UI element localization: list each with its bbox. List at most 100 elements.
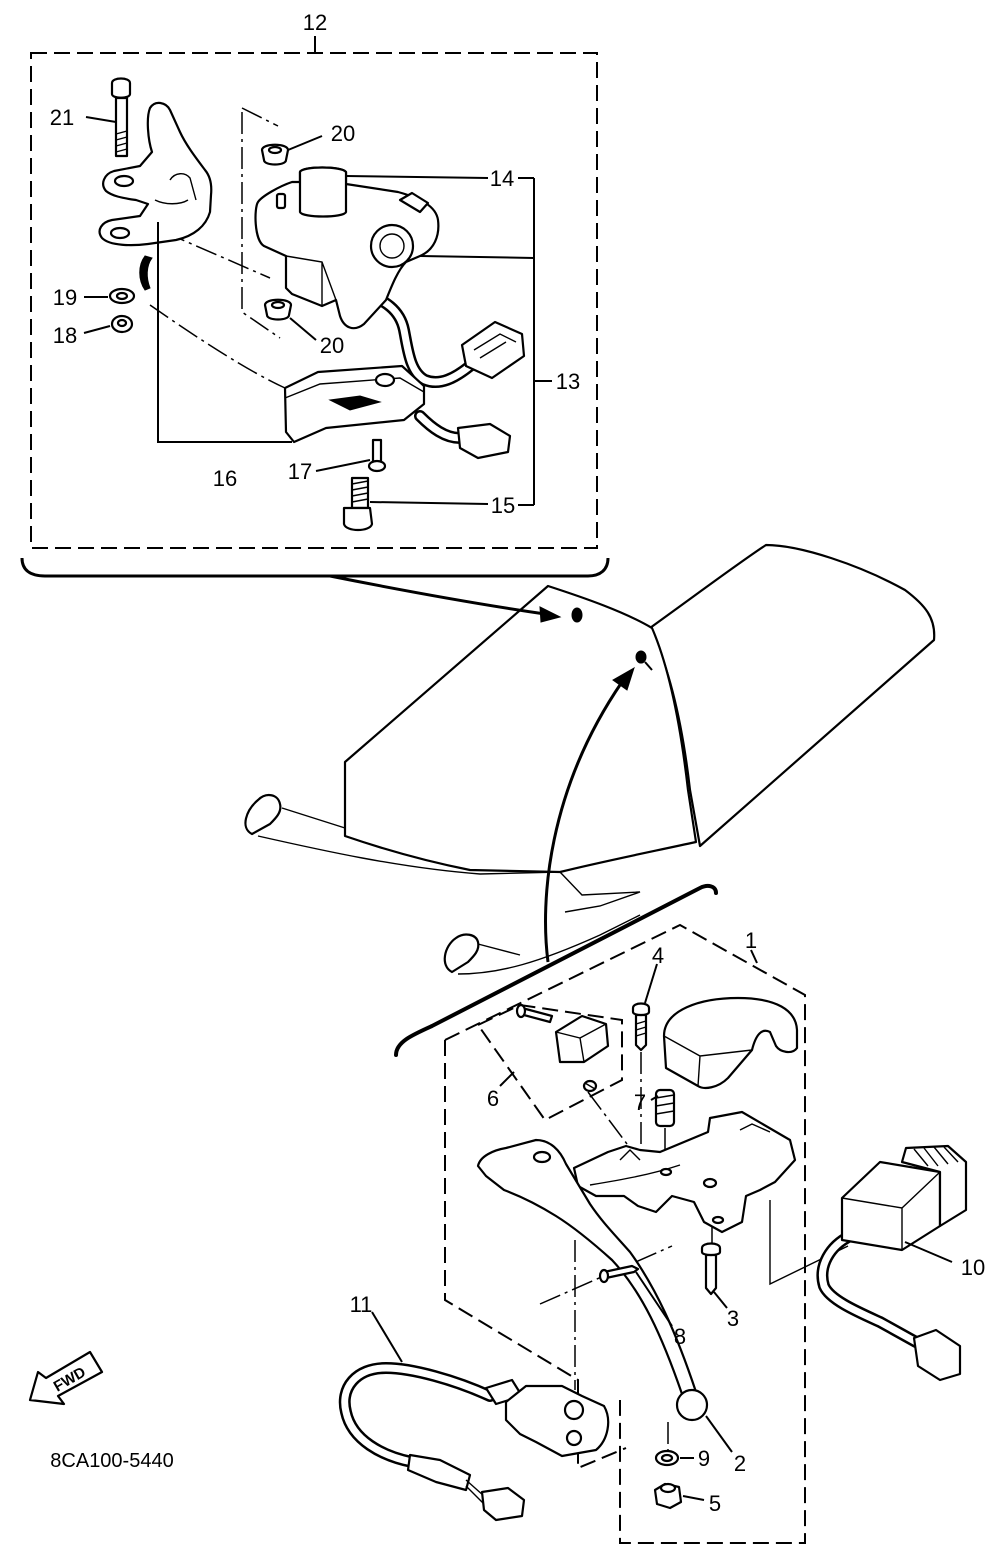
leader-14-secondary <box>419 255 535 259</box>
wire-fill <box>416 412 464 442</box>
callout-3: 3 <box>727 1306 739 1331</box>
callout-20-top: 20 <box>331 121 355 146</box>
unit-box-edges <box>841 1171 941 1250</box>
part-17-screw <box>367 438 387 473</box>
housing-edges <box>285 255 337 306</box>
housing-hole <box>659 1167 673 1177</box>
box-boss <box>374 372 396 388</box>
callout-19: 19 <box>53 285 77 310</box>
bolt-threads <box>115 130 128 153</box>
right-ski-tip <box>443 933 480 974</box>
housing-slot <box>275 192 287 210</box>
callout-17: 17 <box>288 459 312 484</box>
leader-10 <box>904 1241 953 1263</box>
callout-18: 18 <box>53 323 77 348</box>
centerline <box>149 304 286 389</box>
bolt-threads <box>351 480 369 503</box>
switch-bolt-head <box>515 1003 527 1019</box>
switch-spring-coil <box>584 1082 596 1090</box>
unit-wire-outline <box>816 1230 922 1348</box>
assembly-6-dashed-box <box>476 1003 623 1122</box>
part-11-switch-with-lead <box>338 1361 610 1522</box>
screw-head <box>631 1002 651 1017</box>
callout-5: 5 <box>709 1491 721 1516</box>
arrow-to-upper-mount <box>329 574 546 616</box>
part-4-screw <box>631 1002 651 1052</box>
part-6-switch-set <box>515 1003 610 1093</box>
bracket-slot <box>169 173 197 201</box>
lever-pivot <box>532 1150 552 1164</box>
assembly-1-group <box>338 923 968 1544</box>
part-10-connector-unit <box>816 1144 968 1382</box>
centerline <box>241 107 279 127</box>
fwd-arrow-icon <box>28 1350 104 1406</box>
bracket-hook <box>139 255 153 291</box>
callout-12: 12 <box>303 10 327 35</box>
leader-15 <box>369 501 534 506</box>
screw-head <box>367 459 387 473</box>
part-20-grommet-lower <box>263 298 293 321</box>
housing-cap <box>298 166 348 218</box>
snowmobile-outline <box>244 543 936 975</box>
lead-wire-outline <box>338 1361 496 1468</box>
leader-1 <box>750 949 758 964</box>
leader-11 <box>371 1311 403 1363</box>
diagram-part-number: 8CA100-5440 <box>50 1450 173 1472</box>
unit-connector-ribs <box>913 1146 959 1167</box>
callout-16: 16 <box>213 466 237 491</box>
arrowhead <box>612 666 635 691</box>
arrow-to-lower-mount <box>544 681 624 963</box>
part-8-screw <box>598 1264 640 1284</box>
part-3-screw <box>700 1242 722 1296</box>
leader-20-lower <box>289 317 317 341</box>
leader-14 <box>345 175 534 179</box>
housing-body <box>572 1110 797 1234</box>
spring-body <box>654 1088 676 1128</box>
left-ski-tip <box>244 794 282 836</box>
screw-shaft <box>704 1253 718 1296</box>
callout-9: 9 <box>698 1446 710 1471</box>
screw-head <box>598 1268 610 1284</box>
housing-latch <box>398 191 430 214</box>
leader-3 <box>713 1291 728 1309</box>
screw-head <box>700 1242 722 1257</box>
footrest <box>559 871 641 913</box>
part-7-spring <box>654 1088 676 1128</box>
washer-inner <box>116 318 128 328</box>
switch-housing <box>504 1384 610 1458</box>
spring-coils <box>655 1094 675 1115</box>
lead-wires <box>465 1479 485 1505</box>
centerline <box>587 1091 631 1149</box>
assembly-1-dashed-outline <box>444 923 806 1544</box>
callout-14: 14 <box>490 166 514 191</box>
callout-21: 21 <box>50 105 74 130</box>
grommet-hole <box>267 145 283 155</box>
switch-boss <box>565 1429 583 1447</box>
bracket-16 <box>157 222 292 443</box>
unit-plug <box>912 1328 962 1382</box>
part-19-washer <box>108 287 136 305</box>
arrowhead <box>539 606 562 623</box>
leader-17 <box>315 459 371 472</box>
part-5-nut <box>653 1482 683 1510</box>
wire-fill <box>358 288 474 386</box>
right-ski-rail <box>457 914 641 975</box>
leader-18 <box>83 325 111 334</box>
housing-hole <box>702 1177 718 1189</box>
callout-11: 11 <box>350 1292 373 1317</box>
mount-point-mark <box>644 661 653 671</box>
bolt-head <box>110 77 132 99</box>
centerline <box>131 217 271 279</box>
box-connector <box>456 422 512 460</box>
leader-20-top <box>287 135 323 151</box>
lead-tube-end <box>406 1453 472 1492</box>
callout-1: 1 <box>745 928 757 953</box>
assembly-12-group <box>20 36 610 578</box>
connector-detail <box>473 333 517 359</box>
screw-shaft <box>634 1013 648 1052</box>
part-1-housing <box>572 1110 797 1234</box>
cover-body <box>662 996 799 1089</box>
switch-block-edges <box>555 1023 607 1063</box>
screw-threads <box>635 1020 647 1037</box>
